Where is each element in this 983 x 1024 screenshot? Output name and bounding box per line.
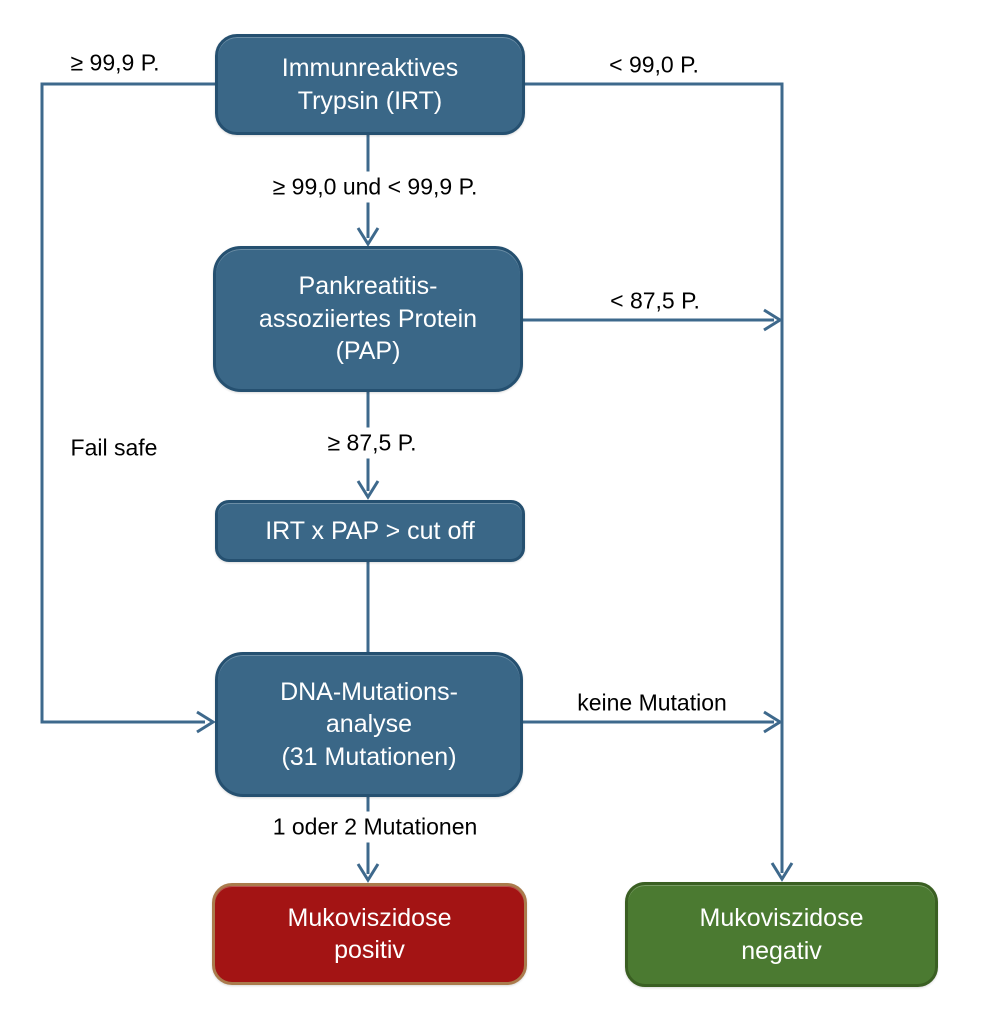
node-cutoff: IRT x PAP > cut off xyxy=(215,500,525,562)
arrowhead-irt-pap-down xyxy=(356,227,380,247)
node-cutoff-label: IRT x PAP > cut off xyxy=(265,516,475,545)
edge-irt-negative-line xyxy=(525,82,784,873)
edge-label-keine-mutation: keine Mutation xyxy=(577,689,727,716)
edge-label-ge-87-5: ≥ 87,5 P. xyxy=(319,427,425,459)
arrowhead-dna-negative-right xyxy=(763,710,783,734)
edge-label-lt-87-5: < 87,5 P. xyxy=(610,287,700,314)
node-dna-label-line1: DNA-Mutations- xyxy=(280,677,458,706)
edge-label-fail-safe: Fail safe xyxy=(70,434,158,461)
node-positive: Mukoviszidose positiv xyxy=(212,883,527,985)
node-pap-label-line2: assoziiertes Protein xyxy=(258,304,478,333)
node-irt: Immunreaktives Trypsin (IRT) xyxy=(215,34,525,135)
node-pap-label-line1: Pankreatitis- xyxy=(298,272,438,301)
node-pap-label-line3: (PAP) xyxy=(335,337,401,366)
edge-label-ge-99-9: ≥ 99,9 P. xyxy=(70,49,160,76)
edge-irt-failsafe-line xyxy=(40,82,215,724)
node-irt-label-line1: Immunreaktives xyxy=(281,54,459,82)
node-negative-label-line1: Mukoviszidose xyxy=(699,904,864,932)
arrowhead-dna-positive-down xyxy=(356,863,380,883)
node-irt-label-line2: Trypsin (IRT) xyxy=(297,86,443,115)
edge-label-1-oder-2-mutationen: 1 oder 2 Mutationen xyxy=(264,811,486,843)
node-positive-label-line2: positiv xyxy=(334,936,405,964)
arrowhead-failsafe-right xyxy=(196,710,216,734)
node-pap: Pankreatitis- assoziiertes Protein (PAP) xyxy=(213,246,523,392)
arrowhead-negative-down xyxy=(770,862,794,882)
edge-label-lt-99-0: < 99,0 P. xyxy=(609,51,699,78)
node-positive-label-line1: Mukoviszidose xyxy=(287,903,452,932)
node-dna: DNA-Mutations- analyse (31 Mutationen) xyxy=(215,652,523,797)
arrowhead-pap-cutoff-down xyxy=(356,480,380,500)
node-negative-label-line2: negativ xyxy=(741,936,822,965)
edge-label-irt-to-pap: ≥ 99,0 und < 99,9 P. xyxy=(264,171,486,203)
arrowhead-pap-negative-right xyxy=(763,308,783,332)
node-dna-label-line2: analyse xyxy=(325,710,413,739)
node-negative: Mukoviszidose negativ xyxy=(625,882,938,987)
node-dna-label-line3: (31 Mutationen) xyxy=(281,742,457,771)
